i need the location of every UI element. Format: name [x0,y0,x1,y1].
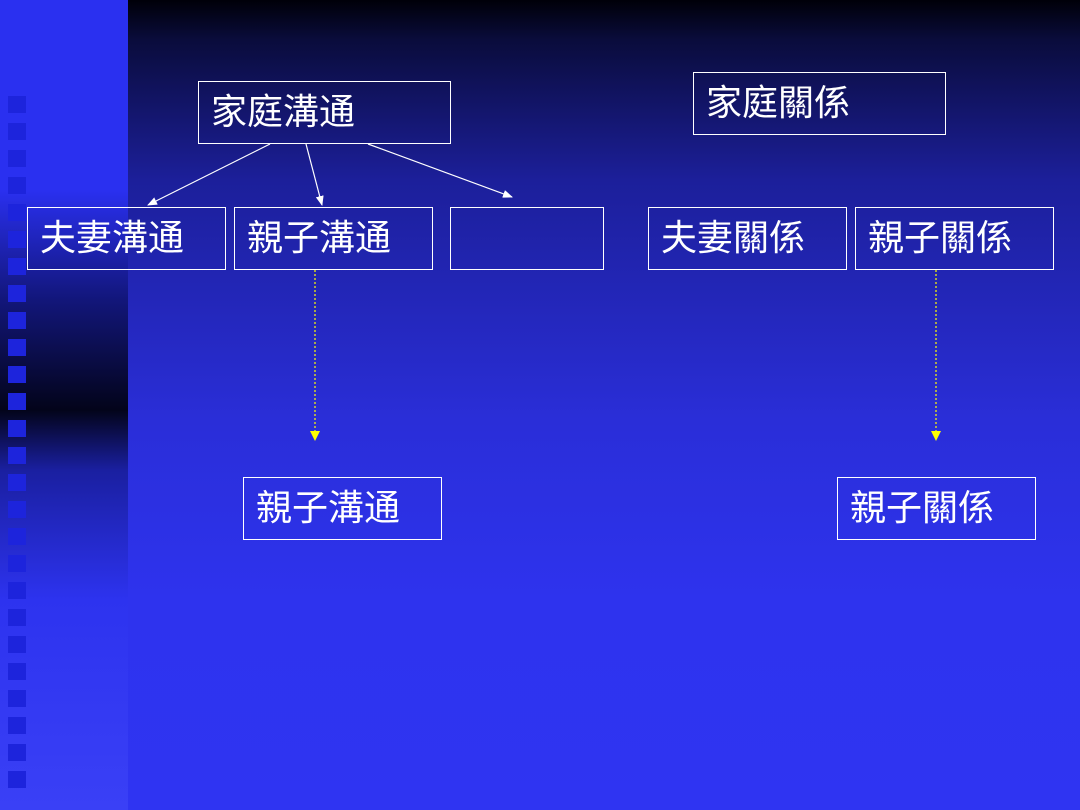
parent-child-communication-box: 親子溝通 [234,207,433,270]
parent-child-relations-box: 親子關係 [855,207,1054,270]
decorative-squares [8,96,26,798]
left-decorative-band [0,0,128,810]
spouse-communication-box: 夫妻溝通 [27,207,226,270]
arrow-root-to-empty [367,143,513,198]
dotted-arrowhead-right [931,431,941,441]
family-relations-box: 家庭關係 [693,72,946,135]
empty-box [450,207,604,270]
dotted-arrowhead-left [310,431,320,441]
parent-child-relations-detail-box: 親子關係 [837,477,1036,540]
spouse-relations-box: 夫妻關係 [648,207,847,270]
family-communication-box: 家庭溝通 [198,81,451,144]
arrow-root-to-spouse [147,143,271,206]
parent-child-communication-detail-box: 親子溝通 [243,477,442,540]
arrow-root-to-parent-child [305,143,324,206]
